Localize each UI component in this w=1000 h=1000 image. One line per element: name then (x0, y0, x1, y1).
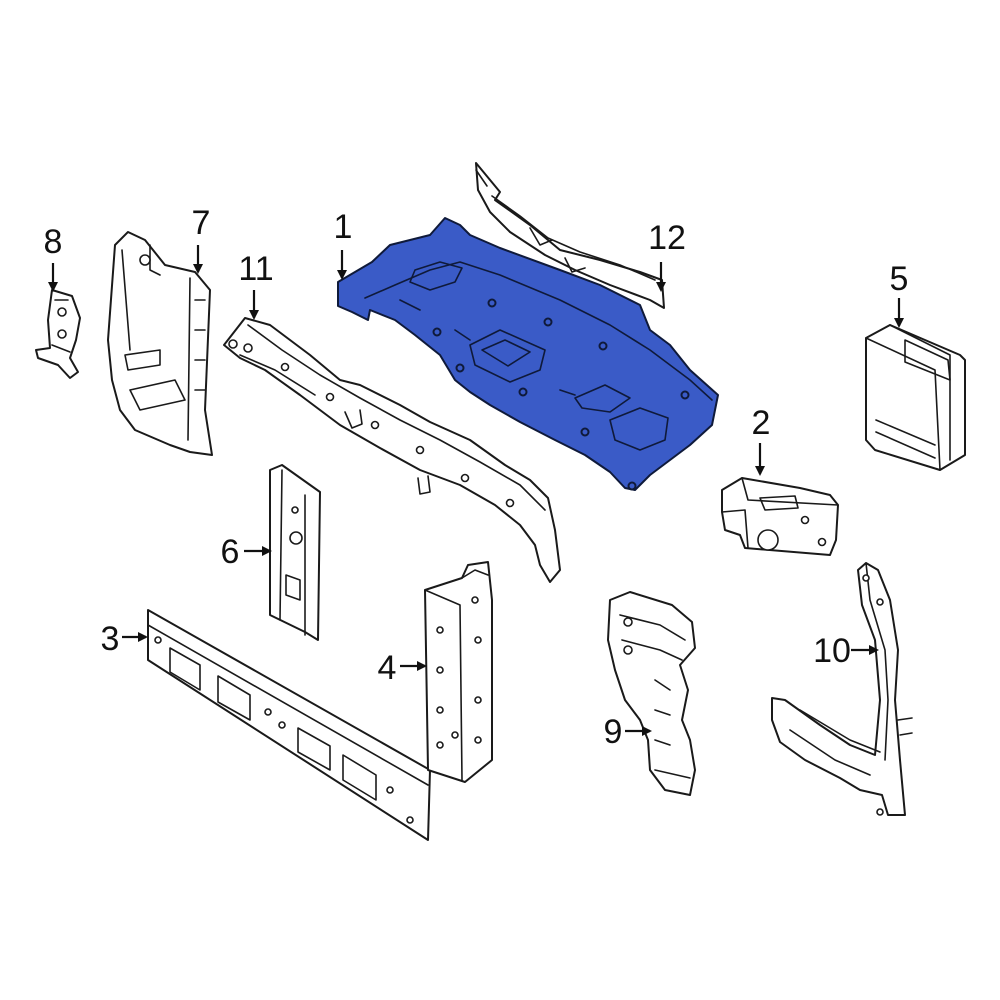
callout-label-3: 3 (101, 620, 120, 658)
panel-hole (598, 341, 608, 351)
part-10-side-frame-bracket[interactable] (771, 562, 913, 816)
panel-hole (680, 390, 690, 400)
part-7-side-deflector[interactable] (107, 231, 213, 456)
callout-label-5: 5 (890, 260, 909, 298)
callout-label-11: 11 (238, 250, 273, 288)
part-11-upper-tie-bar[interactable] (223, 317, 561, 583)
callout-labels: 1 2 3 4 5 6 7 8 9 10 11 12 (44, 204, 909, 751)
panel-hole (543, 317, 553, 327)
callout-label-1: 1 (334, 208, 353, 246)
callout-label-12: 12 (648, 219, 686, 257)
callout-label-4: 4 (378, 649, 397, 687)
callout-label-10: 10 (813, 632, 851, 670)
part-4-vertical-support-right[interactable] (424, 561, 493, 783)
panel-hole (627, 481, 637, 491)
part-3-lower-tie-bar[interactable] (147, 609, 431, 841)
callout-label-9: 9 (604, 713, 623, 751)
part-2-mount-bracket[interactable] (721, 477, 839, 556)
callout-label-7: 7 (192, 204, 211, 242)
panel-hole (580, 427, 590, 437)
callout-label-2: 2 (752, 404, 771, 442)
part-5-control-module[interactable] (865, 324, 966, 471)
part-8-small-bracket[interactable] (35, 289, 81, 379)
callout-label-6: 6 (221, 533, 240, 571)
part-1-main-panel[interactable] (337, 217, 719, 491)
part-12-upper-reinforcement[interactable] (475, 162, 665, 309)
panel-hole (432, 327, 442, 337)
callout-leaders (48, 245, 904, 736)
panel-hole (455, 363, 465, 373)
part-6-vertical-support-center[interactable] (269, 464, 321, 641)
panel-hole (487, 298, 497, 308)
callout-label-8: 8 (44, 223, 63, 261)
panel-hole (518, 387, 528, 397)
part-9-side-bracket[interactable] (607, 591, 696, 796)
